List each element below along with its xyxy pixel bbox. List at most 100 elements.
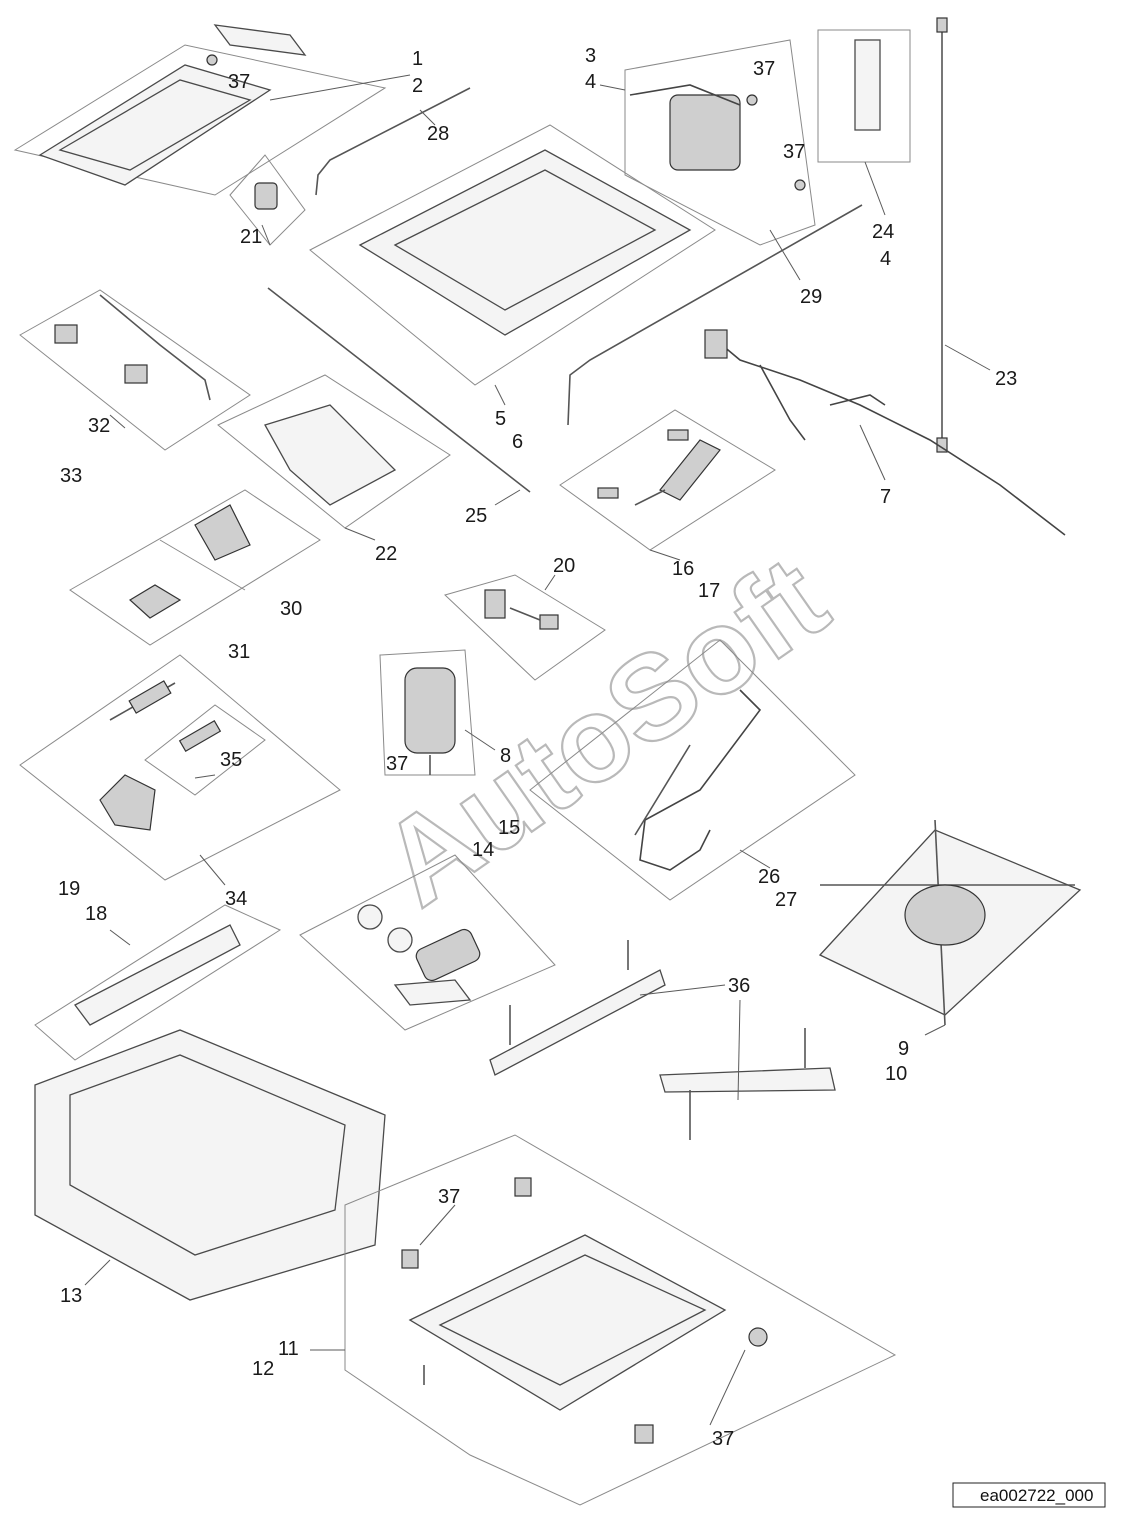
bushing-4 [748, 1327, 768, 1347]
callout-19: 19 [58, 878, 80, 900]
callout-27: 27 [775, 889, 797, 911]
callout-35: 35 [220, 749, 242, 771]
part-group-handles: 30 31 [69, 489, 321, 663]
group-outline [559, 409, 776, 551]
callout-31: 31 [228, 641, 250, 663]
cable-29-part [567, 204, 863, 426]
slide-bar-1 [489, 969, 666, 1076]
shock-body-35 [178, 719, 222, 753]
part-group-20: 20 [444, 555, 606, 681]
callout-37-base-bottom: 37 [712, 1428, 734, 1450]
group-outline [299, 854, 556, 1031]
compressor-wire [629, 84, 741, 106]
callout-37-compressor-right: 37 [783, 141, 805, 163]
callout-1: 1 [412, 48, 423, 70]
scissor-center [904, 884, 986, 946]
part-group-hose: 26 27 [529, 639, 856, 911]
nut-part-2 [794, 179, 806, 191]
leader-9 [924, 1024, 946, 1036]
part-group-levers: 32 33 [19, 289, 251, 487]
leader-25 [494, 489, 521, 506]
callout-32: 32 [88, 415, 110, 437]
leader-28 [419, 109, 436, 126]
callout-5: 5 [495, 408, 506, 430]
main-frame-inner [393, 169, 657, 311]
leader-7 [859, 424, 886, 481]
part-group-base-plate: 11 12 37 37 [252, 1134, 897, 1506]
callout-22: 22 [375, 543, 397, 565]
nut-part [746, 94, 758, 106]
cover-plate-inner [58, 79, 252, 171]
latch-spring [509, 607, 541, 621]
callout-10: 10 [885, 1063, 907, 1085]
callout-7: 7 [880, 486, 891, 508]
slide-bar-2 [659, 1067, 836, 1093]
leader-37-base-top [419, 1204, 456, 1246]
callout-14: 14 [472, 839, 494, 861]
group-outline-35 [144, 704, 266, 796]
leader-36b [737, 999, 741, 1101]
part-group-seat-pan: 13 [34, 1029, 386, 1307]
callout-15: 15 [498, 817, 520, 839]
shock-bushing [667, 429, 689, 441]
cable-end-top [936, 17, 948, 33]
bushing-3 [634, 1424, 654, 1444]
group-outline [13, 44, 387, 196]
part-group-compressor: 3 4 37 37 [585, 39, 816, 246]
shock-body [659, 439, 721, 501]
part-group-harness-7: 7 [704, 329, 1066, 536]
callout-8: 8 [500, 745, 511, 767]
harness-connector [704, 329, 728, 359]
part-group-scissor-frame: 9 10 [818, 819, 1082, 1085]
part-group-rod-25: 25 [267, 287, 531, 527]
group-outline [19, 289, 251, 451]
callout-23: 23 [995, 368, 1017, 390]
callout-29: 29 [800, 286, 822, 308]
leader-8 [464, 729, 496, 751]
leader-23 [944, 344, 991, 371]
strap-part [854, 39, 881, 131]
air-spring-part [404, 667, 456, 754]
callout-26: 26 [758, 866, 780, 888]
group-outline [69, 489, 321, 646]
callout-20: 20 [553, 555, 575, 577]
group-outline [624, 39, 816, 246]
part-group-cover-plate: 1 2 37 [13, 24, 423, 196]
harness-branch-2 [829, 394, 886, 406]
latch-pin [539, 614, 559, 630]
group-outline [34, 904, 282, 1061]
callout-37-compressor-top: 37 [753, 58, 775, 80]
bracket-part-34 [99, 774, 156, 831]
harness-part [709, 334, 1066, 536]
leader-3 [599, 84, 626, 91]
part-group-22: 22 [217, 374, 451, 565]
callout-6: 6 [512, 431, 523, 453]
leader-37-base-bottom [709, 1349, 746, 1426]
lever-rod [99, 294, 211, 401]
callout-2: 2 [412, 75, 423, 97]
callout-18: 18 [85, 903, 107, 925]
callout-11: 11 [278, 1338, 299, 1360]
clip-part [254, 182, 278, 210]
leader-22 [344, 527, 376, 541]
callout-13: 13 [60, 1285, 82, 1307]
part-group-air-spring: 8 37 [379, 649, 511, 776]
reference-code-text: ea002722_000 [980, 1486, 1093, 1505]
leader-29 [769, 229, 801, 281]
leader-32 [109, 414, 126, 429]
part-group-24: 24 4 [817, 29, 911, 270]
group-outline [309, 124, 716, 386]
plate-part [393, 979, 472, 1006]
callout-33: 33 [60, 465, 82, 487]
callout-34: 34 [225, 888, 247, 910]
latch-part [484, 589, 506, 619]
callout-37-top-left: 37 [228, 71, 250, 93]
bushing-2 [514, 1177, 532, 1197]
gear-part-2 [387, 927, 413, 953]
callout-24: 24 [872, 221, 894, 243]
group-outline [229, 154, 306, 246]
callout-30: 30 [280, 598, 302, 620]
part-group-cable-23: 23 [936, 17, 1017, 453]
group-outline [529, 639, 856, 901]
harness-branch [759, 364, 806, 441]
